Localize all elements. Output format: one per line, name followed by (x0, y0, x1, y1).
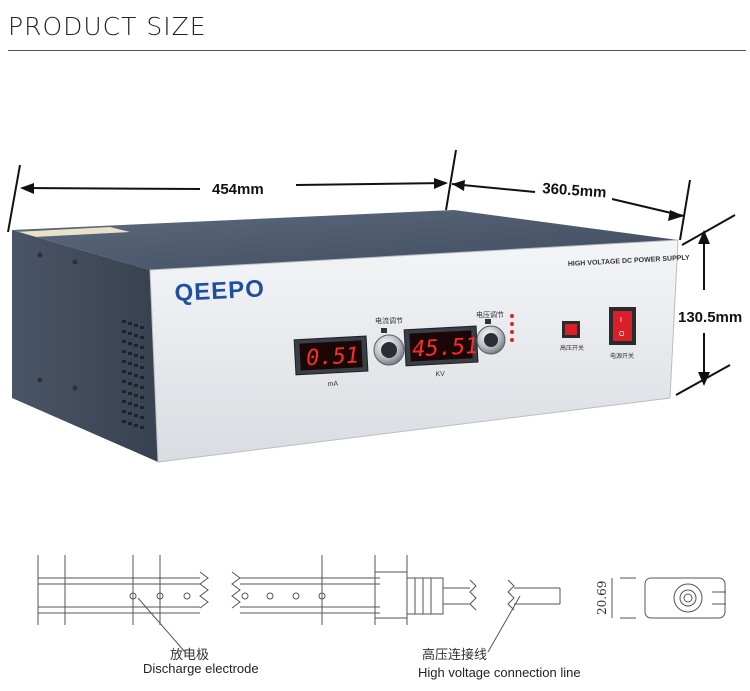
title-underline (8, 50, 746, 51)
current-unit: mA (327, 381, 338, 389)
voltage-value: 45.51 (412, 334, 479, 362)
cable-label-en: High voltage connection line (418, 665, 581, 680)
voltage-knob[interactable]: 电压调节 (476, 310, 506, 355)
width-label: 454mm (212, 181, 264, 198)
tape-strip (14, 227, 130, 237)
voltage-display: 45.51 KV (403, 325, 479, 378)
level-leds (510, 314, 514, 342)
page-title: PRODUCT SIZE (8, 12, 207, 41)
electrode-label-en: Discharge electrode (143, 661, 259, 676)
voltage-unit: KV (435, 371, 445, 378)
electrode-holes (129, 592, 326, 600)
case-top (12, 210, 678, 270)
brand-logo: QEEPO (174, 275, 266, 307)
electrode-width-label: 20.69 (595, 581, 609, 615)
power-switch-label: 电源开关 (610, 352, 634, 360)
hv-switch-label: 高压开关 (560, 344, 584, 352)
power-on-glyph: I (620, 317, 622, 324)
electrode-label-cn: 放电极 (170, 648, 209, 663)
depth-label: 360.5mm (542, 180, 607, 201)
end-view-drawing (611, 577, 726, 619)
power-switch[interactable]: I O 电源开关 (609, 307, 636, 360)
dimension-width (7, 149, 457, 233)
voltage-knob-label: 电压调节 (476, 310, 504, 319)
current-display: 0.51 mA (293, 335, 369, 389)
cable-label-cn: 高压连接线 (422, 647, 487, 663)
current-knob-label: 电流调节 (375, 316, 403, 325)
current-knob[interactable]: 电流调节 (373, 316, 405, 366)
side-vents (122, 320, 144, 429)
hv-switch[interactable]: 高压开关 (560, 321, 584, 352)
power-off-glyph: O (619, 331, 625, 338)
electrode-drawing (37, 555, 561, 625)
current-value: 0.51 (306, 343, 360, 371)
case-side (12, 230, 158, 462)
height-label: 130.5mm (678, 309, 742, 326)
